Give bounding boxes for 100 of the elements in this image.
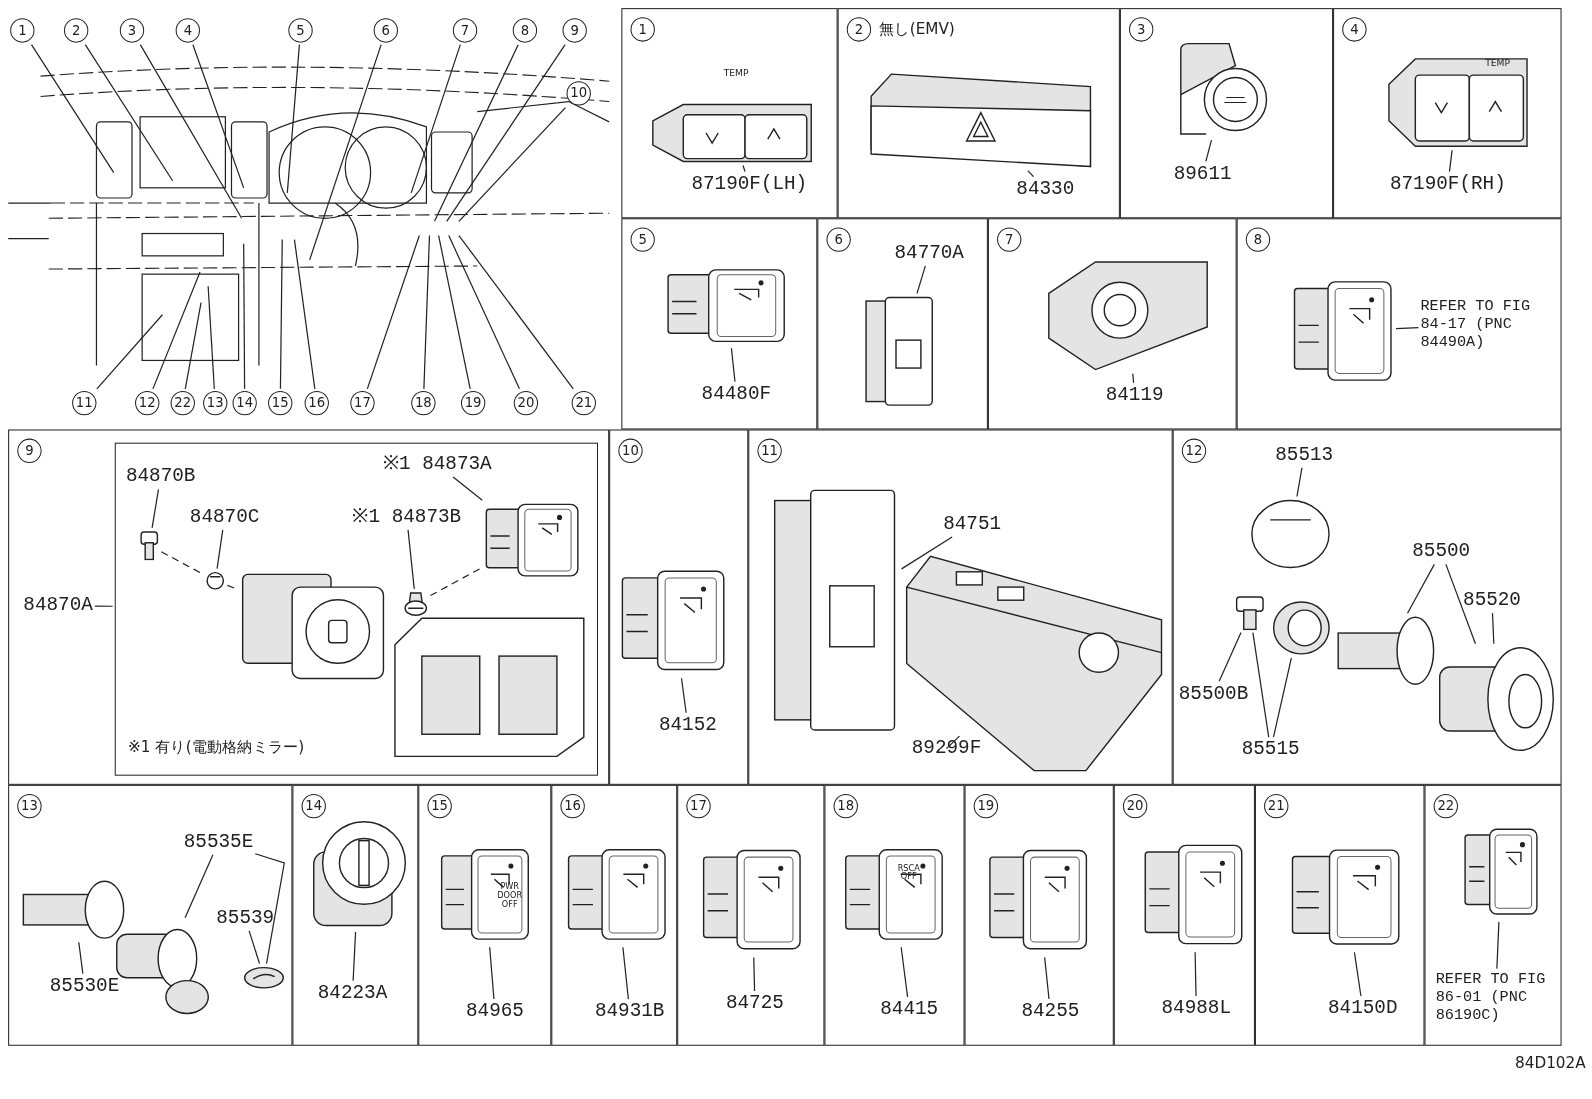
switch-legend: TEMP — [1477, 58, 1518, 69]
leader-line — [96, 314, 164, 390]
callout-number: 20 — [1122, 793, 1148, 819]
leader-line — [916, 265, 926, 295]
leader-line — [622, 946, 629, 1000]
leader-line — [423, 234, 431, 390]
dial-switch-drawing — [1046, 259, 1210, 372]
leader-line — [84, 44, 174, 182]
part-number: 84223A — [317, 982, 388, 1005]
callout-number: 21 — [1264, 793, 1289, 819]
leader-line — [293, 239, 316, 390]
part-number: 85520 — [1463, 589, 1521, 612]
callout-number: 7 — [452, 18, 478, 43]
leader-line — [243, 243, 246, 390]
leader-line — [151, 488, 160, 529]
cap-drawing — [1249, 498, 1332, 570]
switch-module-drawing — [904, 554, 1164, 773]
part-number: 84988L — [1161, 998, 1231, 1020]
part-number: 84751 — [943, 513, 1002, 535]
callout-number: 5 — [630, 227, 655, 252]
part-number: 84415 — [880, 999, 939, 1021]
leader-line — [78, 941, 84, 975]
part-number: 84870A — [23, 594, 93, 617]
switch-legend: TEMP — [715, 69, 757, 79]
callout-number: 4 — [1342, 17, 1367, 42]
part-number: ※1 84873A — [382, 453, 492, 476]
leader-line — [279, 239, 283, 390]
leader-line — [1353, 951, 1362, 997]
part-number: 85535E — [183, 831, 254, 853]
switch-legend: PWR DOOR OFF — [489, 883, 530, 909]
leader-line — [1272, 657, 1292, 738]
leader-line — [152, 271, 201, 390]
leader-line — [452, 476, 483, 501]
leader-line — [207, 285, 215, 390]
leader-line — [1218, 631, 1242, 682]
reference-note: REFER TO FIG 86-01 (PNC 86190C) — [1435, 970, 1556, 1026]
callout-number: 18 — [411, 390, 436, 416]
part-number: 84965 — [466, 1001, 524, 1023]
callout-number: 2 — [63, 18, 89, 43]
part-number: 89611 — [1173, 163, 1232, 185]
leader-line — [945, 735, 961, 750]
leader-line — [446, 44, 566, 222]
part-number: 84480F — [701, 383, 772, 405]
callout-number: 10 — [566, 81, 591, 106]
leader-line — [742, 164, 746, 173]
leader-line — [1252, 631, 1270, 738]
leader-line — [184, 854, 214, 919]
part-number: 85513 — [1275, 444, 1334, 466]
leader-line — [458, 234, 574, 390]
cover-drawing — [242, 965, 286, 990]
leader-line — [366, 234, 420, 390]
part-number: 84931B — [594, 1001, 665, 1023]
part-number: 84725 — [725, 992, 784, 1015]
leader-line — [448, 234, 521, 390]
leader-line — [1496, 921, 1500, 970]
leader-line — [680, 677, 687, 714]
part-number: 89299F — [911, 738, 982, 760]
leader-line — [433, 44, 519, 222]
leader-line — [139, 44, 243, 219]
callout-number: 17 — [686, 793, 711, 819]
part-number: 85500B — [1178, 683, 1249, 705]
leader-line — [1044, 956, 1050, 1000]
callout-number: 8 — [512, 18, 538, 43]
callout-number: 14 — [232, 390, 257, 416]
leader-line — [730, 347, 736, 383]
part-number: 84152 — [658, 714, 717, 736]
leader-line — [254, 853, 285, 965]
callout-number: 11 — [757, 438, 782, 463]
callout-number: 21 — [571, 390, 596, 416]
callout-number: 10 — [618, 438, 643, 463]
leader-line — [753, 956, 756, 992]
callout-number: 13 — [203, 390, 228, 416]
part-number: 85530E — [49, 975, 120, 997]
part-number: 84255 — [1021, 1001, 1080, 1023]
leader-line — [1132, 373, 1135, 384]
callout-number: 6 — [373, 18, 398, 43]
callout-number: 3 — [1129, 17, 1154, 42]
part-number: 85539 — [216, 907, 275, 929]
callout-number: 8 — [1245, 227, 1271, 252]
leader-line — [489, 946, 495, 1000]
screw-drawing — [139, 530, 160, 561]
part-number: 84770A — [894, 242, 964, 264]
switch-drawing — [1386, 56, 1530, 149]
switch-drawing — [650, 102, 814, 164]
leader-line — [458, 107, 567, 222]
leader-line — [438, 234, 471, 390]
hazard-switch-drawing — [869, 72, 1093, 169]
callout-number: 1 — [10, 18, 35, 43]
callout-number: 16 — [560, 793, 585, 819]
leader-line — [900, 946, 909, 998]
leader-line — [407, 529, 415, 590]
callout-number: 9 — [562, 18, 587, 43]
leader-line — [1205, 139, 1213, 163]
callout-number: 15 — [268, 390, 293, 416]
callout-number: 5 — [288, 18, 313, 43]
callout-number: 11 — [72, 390, 97, 416]
switch-body-drawing — [864, 295, 936, 408]
leader-line — [1296, 467, 1303, 498]
callout-number: 22 — [170, 390, 195, 416]
part-number: ※1 84873B — [352, 506, 462, 528]
